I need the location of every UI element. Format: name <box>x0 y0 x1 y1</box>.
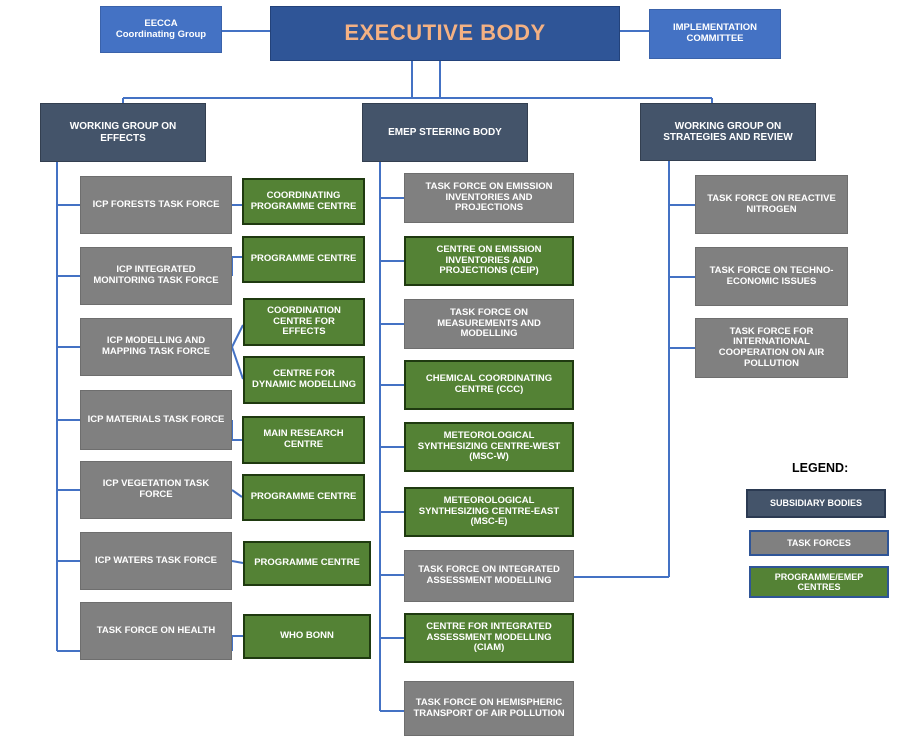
icp-vegetation-task-force: ICP VEGETATION TASK FORCE <box>80 461 232 519</box>
programme-centre-waters: PROGRAMME CENTRE <box>243 541 371 586</box>
legend-title: LEGEND: <box>792 461 849 475</box>
working-group-on-strategies-and-review: WORKING GROUP ON STRATEGIES AND REVIEW <box>640 103 816 161</box>
legend-programme-emep-centres: PROGRAMME/EMEP CENTRES <box>749 566 889 598</box>
eecca-coordinating-group: EECCA Coordinating Group <box>100 6 222 53</box>
task-force-integrated-assessment-modelling: TASK FORCE ON INTEGRATED ASSESSMENT MODE… <box>404 550 574 602</box>
eecca-label: EECCA <box>144 17 178 29</box>
implementation-committee: IMPLEMENTATION COMMITTEE <box>649 9 781 59</box>
centre-emission-inventories-ceip: CENTRE ON EMISSION INVENTORIES AND PROJE… <box>404 236 574 286</box>
icp-forests-task-force: ICP FORESTS TASK FORCE <box>80 176 232 234</box>
meteorological-synthesizing-centre-east: METEOROLOGICAL SYNTHESIZING CENTRE-EAST … <box>404 487 574 537</box>
emep-steering-body: EMEP STEERING BODY <box>362 103 528 162</box>
task-force-hemispheric-transport: TASK FORCE ON HEMISPHERIC TRANSPORT OF A… <box>404 681 574 736</box>
task-force-measurements-and-modelling: TASK FORCE ON MEASUREMENTS AND MODELLING <box>404 299 574 349</box>
programme-centre-integrated-monitoring: PROGRAMME CENTRE <box>242 236 365 283</box>
meteorological-synthesizing-centre-west: METEOROLOGICAL SYNTHESIZING CENTRE-WEST … <box>404 422 574 472</box>
centre-integrated-assessment-modelling-ciam: CENTRE FOR INTEGRATED ASSESSMENT MODELLI… <box>404 613 574 663</box>
programme-centre-vegetation: PROGRAMME CENTRE <box>242 474 365 521</box>
task-force-international-cooperation: TASK FORCE FOR INTERNATIONAL COOPERATION… <box>695 318 848 378</box>
icp-modelling-and-mapping-task-force: ICP MODELLING AND MAPPING TASK FORCE <box>80 318 232 376</box>
task-force-on-health: TASK FORCE ON HEALTH <box>80 602 232 660</box>
icp-materials-task-force: ICP MATERIALS TASK FORCE <box>80 390 232 450</box>
task-force-emission-inventories: TASK FORCE ON EMISSION INVENTORIES AND P… <box>404 173 574 223</box>
executive-body: EXECUTIVE BODY <box>270 6 620 61</box>
legend-subsidiary-bodies: SUBSIDIARY BODIES <box>746 489 886 518</box>
icp-integrated-monitoring-task-force: ICP INTEGRATED MONITORING TASK FORCE <box>80 247 232 305</box>
working-group-on-effects: WORKING GROUP ON EFFECTS <box>40 103 206 162</box>
task-force-reactive-nitrogen: TASK FORCE ON REACTIVE NITROGEN <box>695 175 848 234</box>
chemical-coordinating-centre: CHEMICAL COORDINATING CENTRE (CCC) <box>404 360 574 410</box>
coordinating-group-label: Coordinating Group <box>115 28 207 40</box>
centre-for-dynamic-modelling: CENTRE FOR DYNAMIC MODELLING <box>243 356 365 404</box>
coordinating-programme-centre: COORDINATING PROGRAMME CENTRE <box>242 178 365 225</box>
icp-waters-task-force: ICP WATERS TASK FORCE <box>80 532 232 590</box>
task-force-techno-economic-issues: TASK FORCE ON TECHNO-ECONOMIC ISSUES <box>695 247 848 306</box>
legend-task-forces: TASK FORCES <box>749 530 889 556</box>
who-bonn: WHO BONN <box>243 614 371 659</box>
coordination-centre-for-effects: COORDINATION CENTRE FOR EFFECTS <box>243 298 365 346</box>
main-research-centre: MAIN RESEARCH CENTRE <box>242 416 365 464</box>
